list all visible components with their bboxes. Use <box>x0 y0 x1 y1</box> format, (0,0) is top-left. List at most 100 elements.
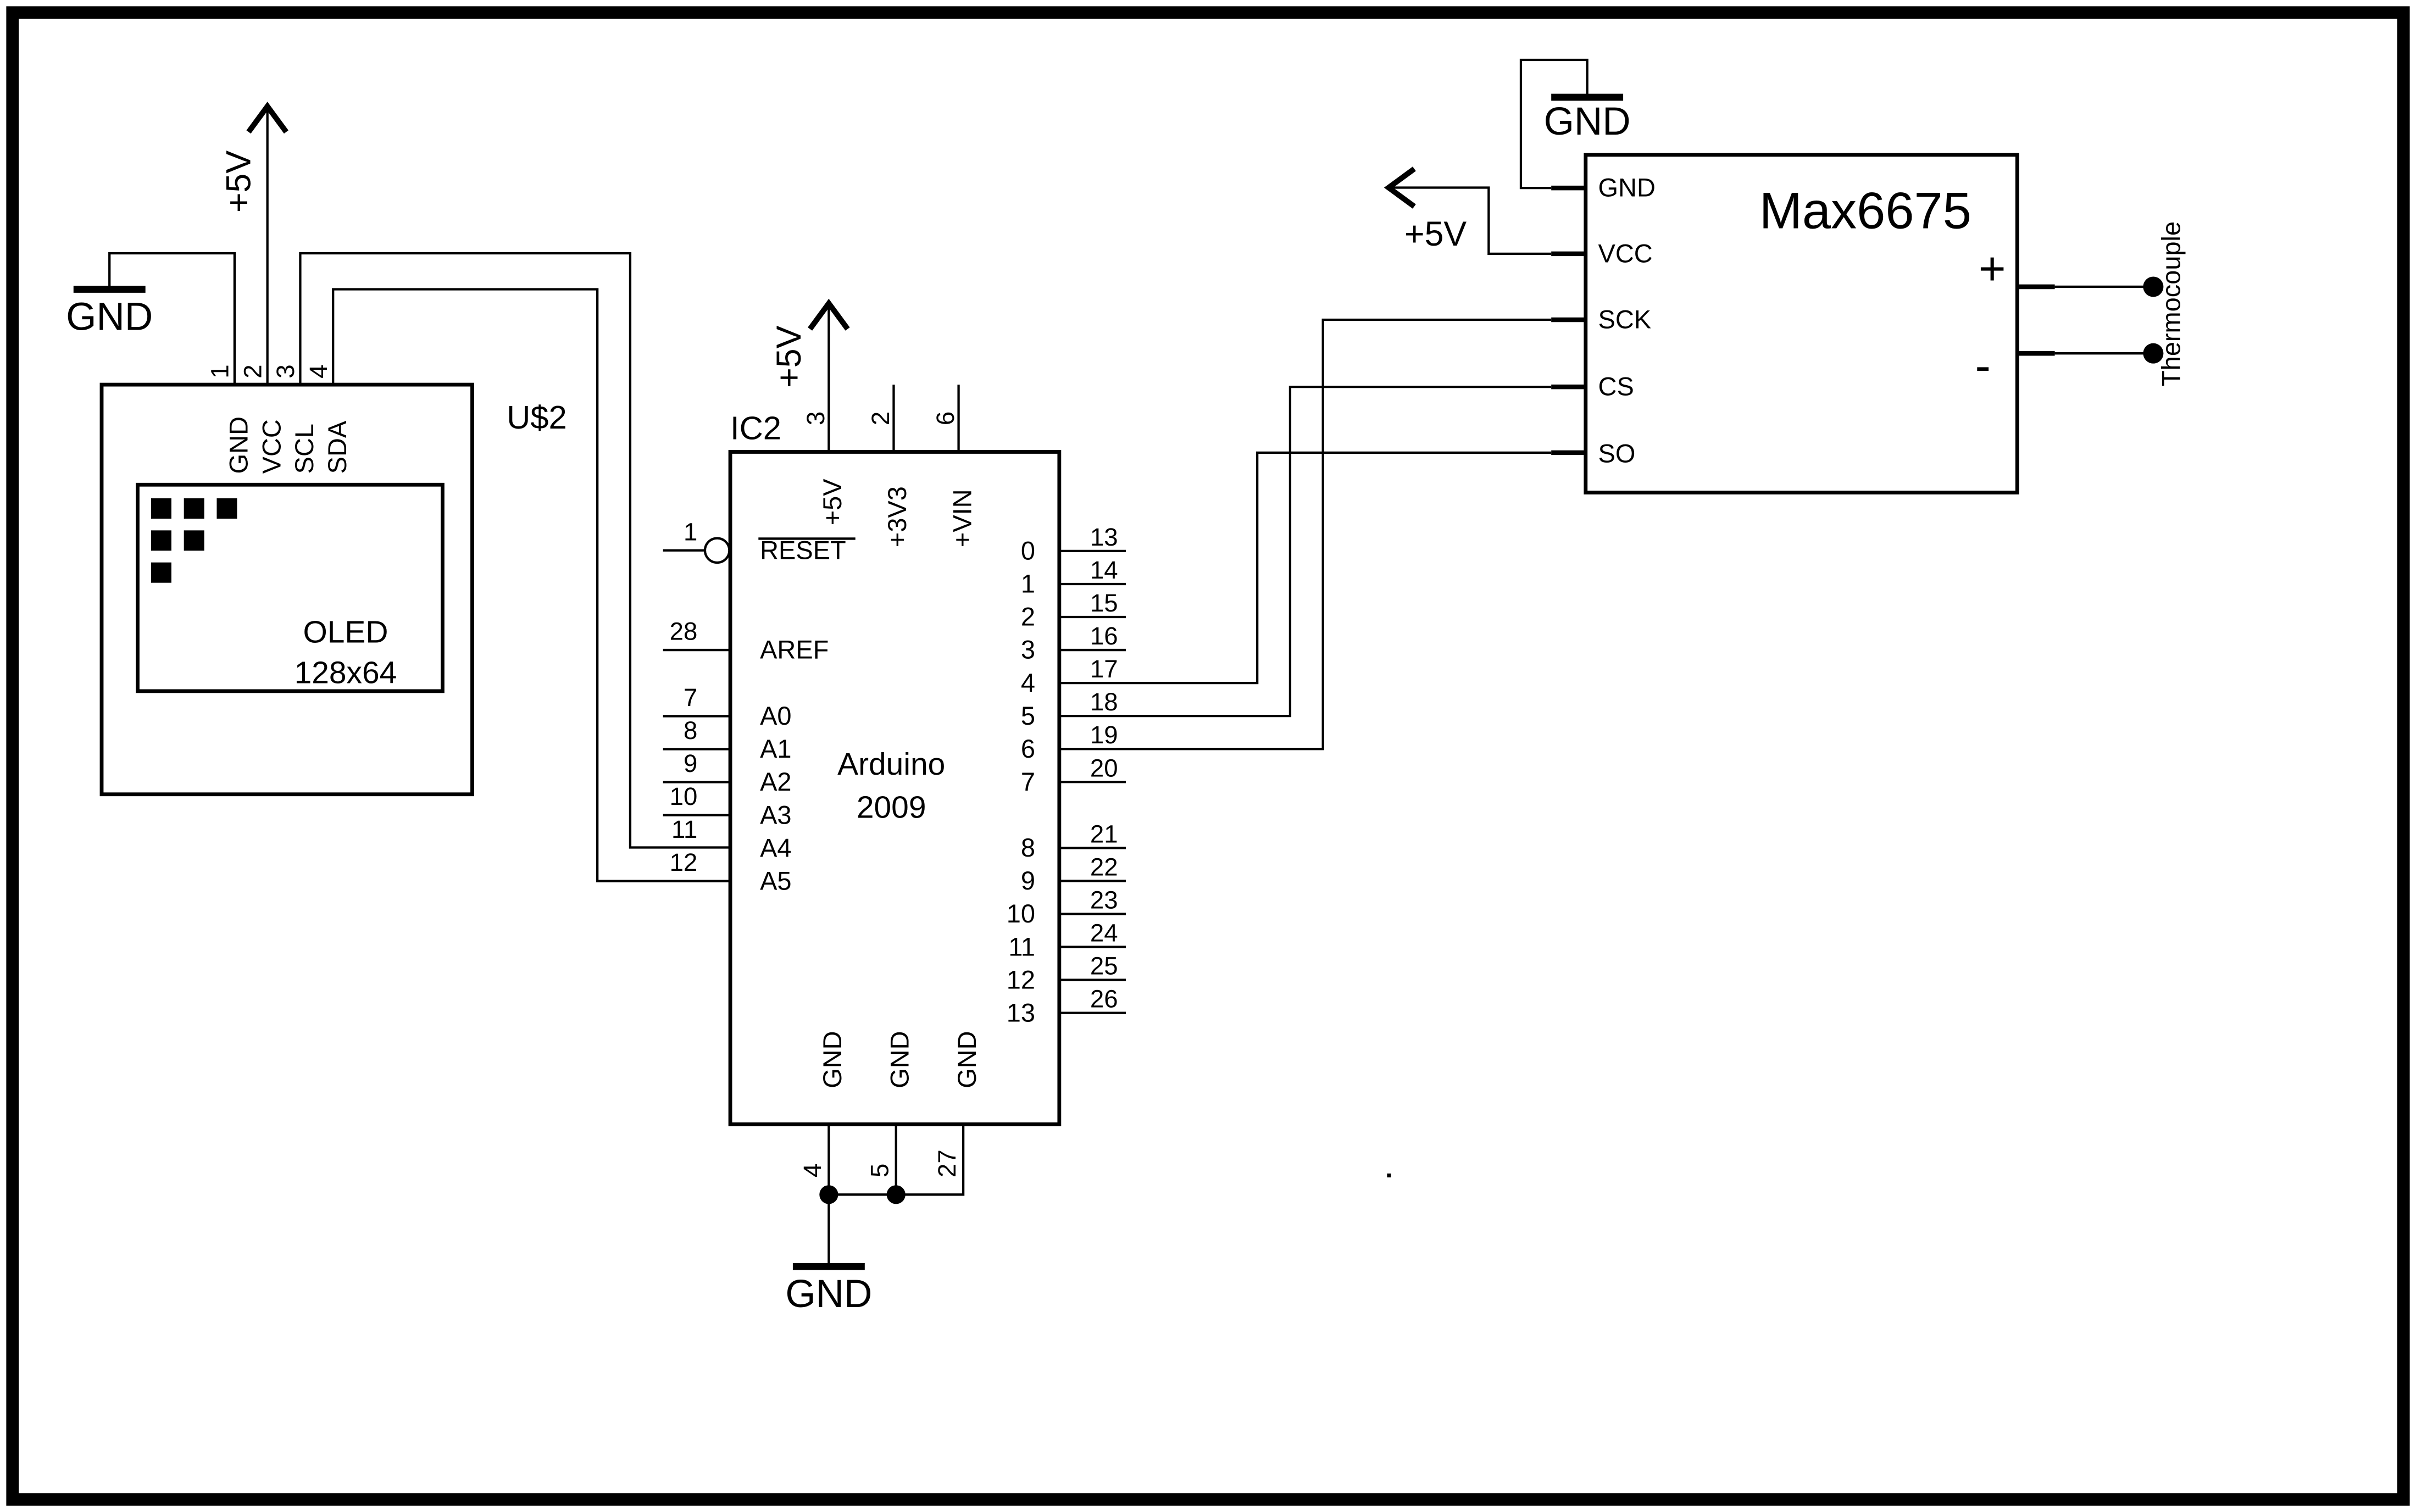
pin-number-1: 1 <box>684 518 697 546</box>
plus5v-label: +5V <box>219 151 258 213</box>
pin-number-23: 23 <box>1090 886 1118 914</box>
oled-title-2: 128x64 <box>295 655 397 691</box>
oled-pin-number-4: 4 <box>304 364 332 378</box>
pin-number-20: 20 <box>1090 754 1118 782</box>
pin-number-25: 25 <box>1090 952 1118 980</box>
oled-body <box>99 382 474 797</box>
pin-label-a4: A4 <box>760 833 791 863</box>
pin-number-19: 19 <box>1090 721 1118 749</box>
oled-pixel-pattern-icon <box>151 498 237 583</box>
pin-number-12: 12 <box>670 848 698 876</box>
oled-screen <box>136 482 445 693</box>
pin-number-15: 15 <box>1090 589 1118 617</box>
pin-number-24: 24 <box>1090 919 1118 947</box>
pin-label-a5: A5 <box>760 866 791 896</box>
oled-pin-number-1: 1 <box>206 364 234 378</box>
oled-pin-number-3: 3 <box>271 364 299 378</box>
pin-number-18: 18 <box>1090 688 1118 716</box>
wire-d4-to-so <box>1059 451 1552 685</box>
pin-label-gnd-27: GND <box>952 1031 981 1088</box>
thermocouple-connector: Thermocouple <box>2054 221 2185 386</box>
wire-sda-to-a5 <box>332 288 731 882</box>
up-arrow-icon <box>246 102 288 134</box>
oled-ref: U$2 <box>507 399 567 436</box>
pin-label-d9: 9 <box>1021 866 1035 895</box>
pin-label-d13: 13 <box>1007 998 1035 1027</box>
pin-number-16: 16 <box>1090 622 1118 650</box>
gnd-symbol-arduino: GND <box>785 1263 872 1316</box>
arduino-pin-label-5v: +5V <box>818 479 847 526</box>
pin-number-4: 4 <box>798 1164 826 1177</box>
arduino-pin-number-3: 3 <box>802 412 830 425</box>
junction-dot <box>886 1185 906 1204</box>
arduino-module: IC2 Arduino 2009 3 2 6 +5V +3V3 +VIN 1 2… <box>670 410 1118 1177</box>
wire-pin27-gnd <box>829 1124 965 1196</box>
pin-number-28: 28 <box>670 618 698 646</box>
left-arrow-icon <box>1384 166 1416 209</box>
pin-label-a0: A0 <box>760 701 791 730</box>
pin-label-d6: 6 <box>1021 734 1035 763</box>
pin-label-a3: A3 <box>760 801 791 830</box>
oled-pin-number-2: 2 <box>238 364 266 378</box>
oled-pin-label-sda: SDA <box>323 420 352 474</box>
pin-number-7: 7 <box>684 683 697 711</box>
pin-number-14: 14 <box>1090 556 1118 584</box>
arduino-wires <box>663 306 1552 1267</box>
pin-label-d2: 2 <box>1021 602 1035 631</box>
gnd-label: GND <box>66 295 153 338</box>
max-pin-label-so: SO <box>1598 439 1636 468</box>
wire-oled-gnd <box>108 252 236 385</box>
pin-label-a1: A1 <box>760 734 791 763</box>
pin-label-reset: RESET <box>760 535 846 564</box>
max-pin-label-sck: SCK <box>1598 305 1652 334</box>
pin-number-17: 17 <box>1090 655 1118 683</box>
pin-number-9: 9 <box>684 749 697 777</box>
max6675-module: Max6675 GND VCC SCK CS SO + - <box>1551 153 2055 494</box>
pin-number-26: 26 <box>1090 985 1118 1013</box>
max-pin-label-cs: CS <box>1598 372 1634 401</box>
wire-d5-to-cs <box>1059 385 1552 718</box>
thermocouple-label: Thermocouple <box>2156 221 2185 386</box>
pin-number-27: 27 <box>933 1149 961 1177</box>
oled-pin-label-scl: SCL <box>290 424 319 474</box>
gnd-label: GND <box>1544 100 1631 143</box>
max-pin-label-gnd: GND <box>1598 173 1656 202</box>
pin-number-11: 11 <box>671 815 697 843</box>
oled-pin-label-vcc: VCC <box>257 419 286 474</box>
oled-title-1: OLED <box>303 615 388 650</box>
wire-max-gnd <box>1519 58 1589 190</box>
max-pin-label-plus: + <box>1979 243 2006 295</box>
arduino-pin-label-vin: +VIN <box>947 489 976 547</box>
wire-max-vcc <box>1393 186 1552 255</box>
oled-module: U$2 OLED 128x64 1 2 3 4 GND VCC SCL SDA <box>99 364 567 797</box>
pin-label-a2: A2 <box>760 767 791 796</box>
pin-number-10: 10 <box>670 782 698 810</box>
arduino-title-2: 2009 <box>857 790 926 825</box>
pin-number-13: 13 <box>1090 523 1118 551</box>
plus5v-label: +5V <box>1404 215 1467 253</box>
reset-bubble-icon <box>703 537 731 564</box>
oled-pin-label-gnd: GND <box>224 416 253 474</box>
artifact-dot <box>1387 1173 1391 1177</box>
pin-label-d11: 11 <box>1008 932 1035 961</box>
arduino-title-1: Arduino <box>837 747 945 782</box>
pin-label-gnd-4: GND <box>818 1031 847 1088</box>
pin-label-d10: 10 <box>1007 899 1035 928</box>
page-border <box>6 6 2410 1506</box>
pin-number-22: 22 <box>1090 853 1118 881</box>
arduino-ref: IC2 <box>730 410 781 447</box>
plus5v-label: +5V <box>770 325 808 387</box>
arduino-pin-number-2: 2 <box>867 412 895 425</box>
arduino-pin-number-6: 6 <box>931 412 959 425</box>
max6675-title: Max6675 <box>1759 182 1971 240</box>
gnd-symbol-max6675: GND <box>1519 58 1631 190</box>
pin-label-d3: 3 <box>1021 635 1035 664</box>
plus5v-symbol-arduino: +5V <box>770 298 850 388</box>
max6675-body <box>1584 153 2019 494</box>
pin-label-d5: 5 <box>1021 701 1035 730</box>
terminal-dot-minus <box>2143 343 2164 364</box>
pin-number-21: 21 <box>1090 820 1118 848</box>
wire-scl-to-a4 <box>299 252 731 849</box>
